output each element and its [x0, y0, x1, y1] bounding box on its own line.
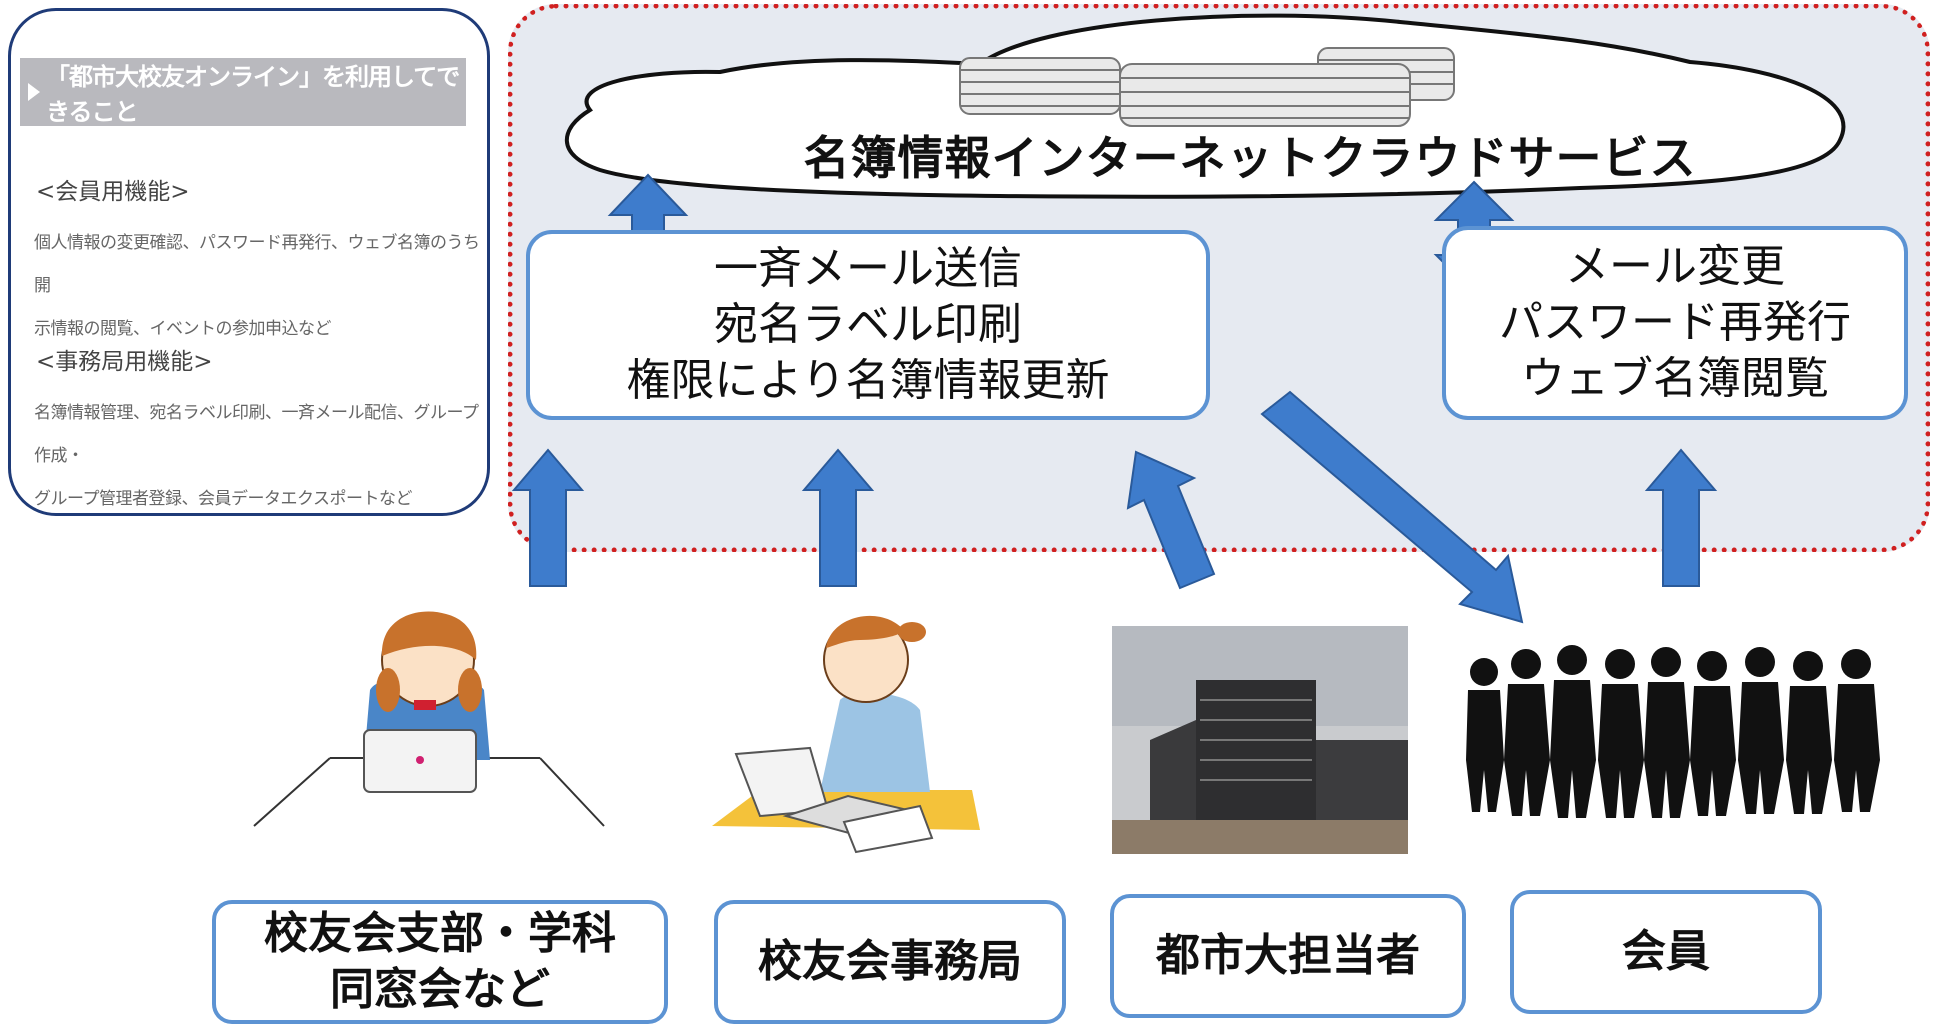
member-functions-box: メール変更 パスワード再発行 ウェブ名簿閲覧: [1442, 226, 1908, 420]
member-functions-text: 個人情報の変更確認、パスワード再発行、ウェブ名簿のうち開 示情報の閲覧、イベント…: [34, 222, 486, 351]
up-arrow-icon: [1644, 448, 1718, 587]
actor-label-members: 会員: [1510, 890, 1822, 1014]
member-functions-text-line: 個人情報の変更確認、パスワード再発行、ウェブ名簿のうち開: [34, 233, 480, 296]
member-function-mail-change: メール変更: [1565, 241, 1785, 292]
actor-label-line: 校友会支部・学科: [264, 908, 616, 959]
actor-label-alumni-branch: 校友会支部・学科 同窓会など: [212, 900, 668, 1024]
members-silhouette-illustration: [1466, 645, 1880, 818]
admin-function-bulk-mail: 一斉メール送信: [714, 243, 1022, 294]
cloud-service-title: 名簿情報インターネットクラウドサービス: [803, 131, 1697, 185]
up-arrow-icon: [801, 448, 875, 587]
info-panel-title: 「都市大校友オンライン」を利用してできること: [46, 62, 460, 126]
actor-label-university-staff: 都市大担当者: [1110, 894, 1466, 1018]
actor-label-line: 都市大担当者: [1156, 930, 1420, 981]
admin-functions-box: 一斉メール送信 宛名ラベル印刷 権限により名簿情報更新: [526, 230, 1210, 420]
member-function-web-directory: ウェブ名簿閲覧: [1521, 353, 1829, 404]
campus-building-photo: [1112, 626, 1408, 854]
person-silhouette: [1834, 649, 1880, 812]
member-functions-text-line: 示情報の閲覧、イベントの参加申込など: [34, 319, 332, 339]
person-silhouette: [1644, 647, 1690, 818]
actor-label-line: 同窓会など: [330, 964, 550, 1015]
server-stack-icon: [959, 47, 1455, 127]
person-silhouette: [1786, 651, 1832, 814]
member-functions-heading: <会員用機能>: [36, 179, 190, 205]
office-functions-heading: <事務局用機能>: [36, 349, 213, 375]
person-silhouette: [1738, 647, 1784, 814]
office-functions-text: 名簿情報管理、宛名ラベル印刷、一斉メール配信、グループ作成・ グループ管理者登録…: [34, 392, 486, 521]
person-silhouette: [1466, 658, 1504, 812]
person-silhouette: [1550, 645, 1596, 818]
actor-label-line: 会員: [1622, 926, 1710, 977]
up-arrow-icon: [511, 448, 585, 587]
play-triangle-icon: [28, 83, 40, 101]
info-panel-header: 「都市大校友オンライン」を利用してできること: [20, 58, 466, 126]
office-functions-text-line: グループ管理者登録、会員データエクスポートなど: [34, 489, 412, 509]
admin-function-label-print: 宛名ラベル印刷: [714, 299, 1022, 350]
actor-label-alumni-office: 校友会事務局: [714, 900, 1066, 1024]
person-silhouette: [1504, 649, 1550, 816]
student-with-laptop-illustration: [253, 611, 605, 827]
office-worker-illustration: [712, 615, 980, 854]
down-arrow-icon: [1260, 390, 1524, 624]
person-silhouette: [1690, 651, 1736, 816]
up-arrow-icon: [1126, 450, 1216, 590]
actor-label-line: 校友会事務局: [758, 936, 1022, 987]
person-silhouette: [1598, 649, 1644, 818]
member-function-password-reissue: パスワード再発行: [1499, 297, 1851, 348]
admin-function-update: 権限により名簿情報更新: [626, 355, 1110, 406]
office-functions-text-line: 名簿情報管理、宛名ラベル印刷、一斉メール配信、グループ作成・: [34, 403, 479, 466]
